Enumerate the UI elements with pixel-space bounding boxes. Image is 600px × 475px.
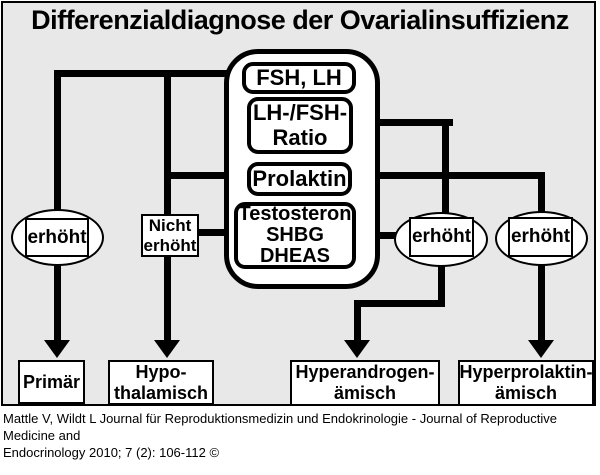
diagnosis-primary: Primär [18, 360, 85, 404]
connector-nichterhoeht-testosteron-horizontal [196, 229, 238, 236]
arrow-down-primary-icon [44, 340, 70, 358]
connector-prolaktin-right-horizontal [350, 172, 545, 179]
connector-ratio-right-horizontal [352, 119, 453, 126]
node-androgen-elevated: erhöht [409, 217, 474, 257]
citation-line1: Mattle V, Wildt L Journal für Reprodukti… [3, 411, 557, 443]
connector-androgen-jog-horizontal [354, 300, 445, 307]
arrow-down-hyperprolactinemic-icon [528, 340, 554, 358]
diagram-title: Differenzialdiagnose der Ovarialinsuffiz… [31, 5, 569, 35]
citation-line2: Endocrinology 2010; 7 (2): 106-112 © [3, 444, 220, 460]
node-prolaktin: Prolaktin [247, 162, 352, 196]
connector-androgen-down-vertical-1 [438, 263, 445, 307]
connector-androgen-down-vertical-2 [354, 300, 361, 342]
connector-prolaktin-down-vertical [538, 172, 545, 217]
connector-ratio-down-vertical [442, 119, 449, 217]
connector-middle-vertical-bottom [164, 254, 171, 342]
node-prolactin-elevated: erhöht [508, 217, 573, 257]
node-fsh-lh: FSH, LH [242, 62, 356, 94]
citation-text: Mattle V, Wildt L Journal für Reprodukti… [3, 411, 597, 462]
diagnosis-hyperandrogenemic: Hyperandrogen- ämisch [290, 360, 440, 406]
arrow-down-hyperandrogenemic-icon [344, 340, 370, 358]
connector-fshlh-left-horizontal [54, 70, 246, 77]
connector-prolactin-down-vertical-2 [538, 264, 545, 342]
diagnosis-hyperprolactinemic: Hyperprolaktin- ämisch [458, 360, 594, 406]
connector-left-vertical-bottom [54, 262, 61, 342]
connector-middle-vertical-top [164, 71, 171, 218]
diagnosis-hypothalamic: Hypo- thalamisch [108, 360, 214, 405]
node-lh-fsh-ratio: LH-/FSH- Ratio [247, 97, 353, 154]
connector-left-vertical-top [54, 70, 61, 212]
connector-prolaktin-left-horizontal [164, 172, 250, 179]
node-testosteron-shbg-dheas: Testosteron SHBG DHEAS [234, 202, 356, 269]
node-fsh-lh-elevated: erhöht [25, 218, 89, 257]
node-not-elevated: Nicht erhöht [141, 214, 199, 257]
arrow-down-hypothalamic-icon [154, 340, 180, 358]
